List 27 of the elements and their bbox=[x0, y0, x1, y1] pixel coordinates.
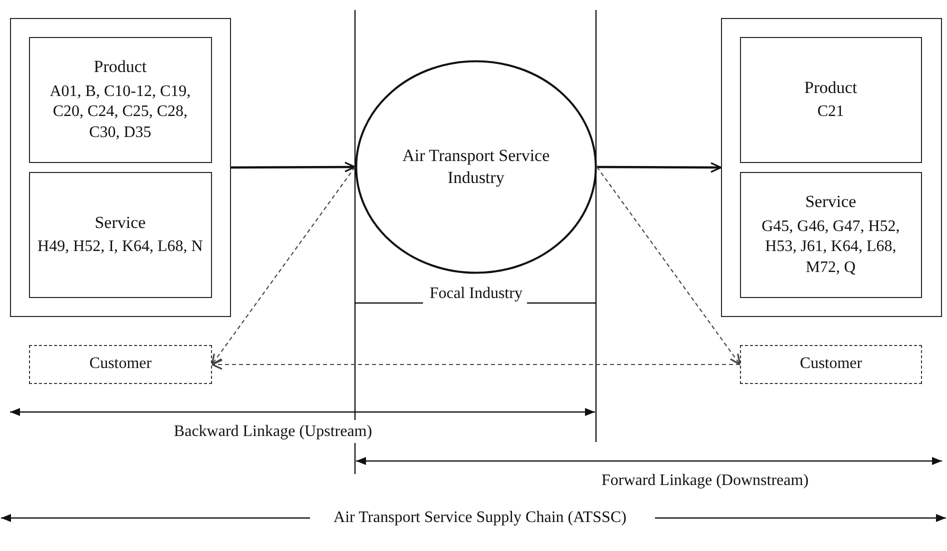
code-list: G45, G46, G47, H52, H53, J61, K64, L68, M72, Q bbox=[748, 216, 914, 278]
group-box bbox=[721, 18, 942, 317]
axis-label: Air Transport Service Supply Chain (ATSSC) bbox=[332, 508, 628, 528]
code-list: H49, H52, I, K64, L68, N bbox=[38, 237, 203, 258]
node-label: Customer bbox=[800, 354, 862, 374]
node-label: Air Transport Service Industry bbox=[401, 145, 551, 189]
arrow bbox=[597, 162, 722, 173]
arrow bbox=[596, 166, 741, 366]
box-heading: Service bbox=[94, 212, 146, 234]
group-box bbox=[10, 18, 231, 317]
arrow bbox=[231, 162, 356, 172]
box-heading: Product bbox=[94, 56, 147, 78]
customer-box bbox=[740, 345, 922, 384]
caption-text: Focal Industry bbox=[428, 284, 524, 304]
node-label: Customer bbox=[89, 354, 152, 374]
arrow bbox=[211, 166, 356, 366]
industry-circle bbox=[355, 60, 597, 274]
category-box bbox=[740, 172, 922, 298]
arrow bbox=[211, 359, 740, 370]
category-box bbox=[28, 36, 212, 163]
code-list: C21 bbox=[817, 102, 844, 123]
category-box bbox=[28, 172, 212, 298]
customer-box bbox=[29, 345, 212, 384]
code-list: A01, B, C10-12, C19, C20, C24, C25, C28, C30, D35 bbox=[36, 82, 204, 144]
category-box bbox=[740, 36, 922, 163]
box-heading: Service bbox=[805, 191, 856, 213]
box-heading: Product bbox=[804, 76, 858, 98]
